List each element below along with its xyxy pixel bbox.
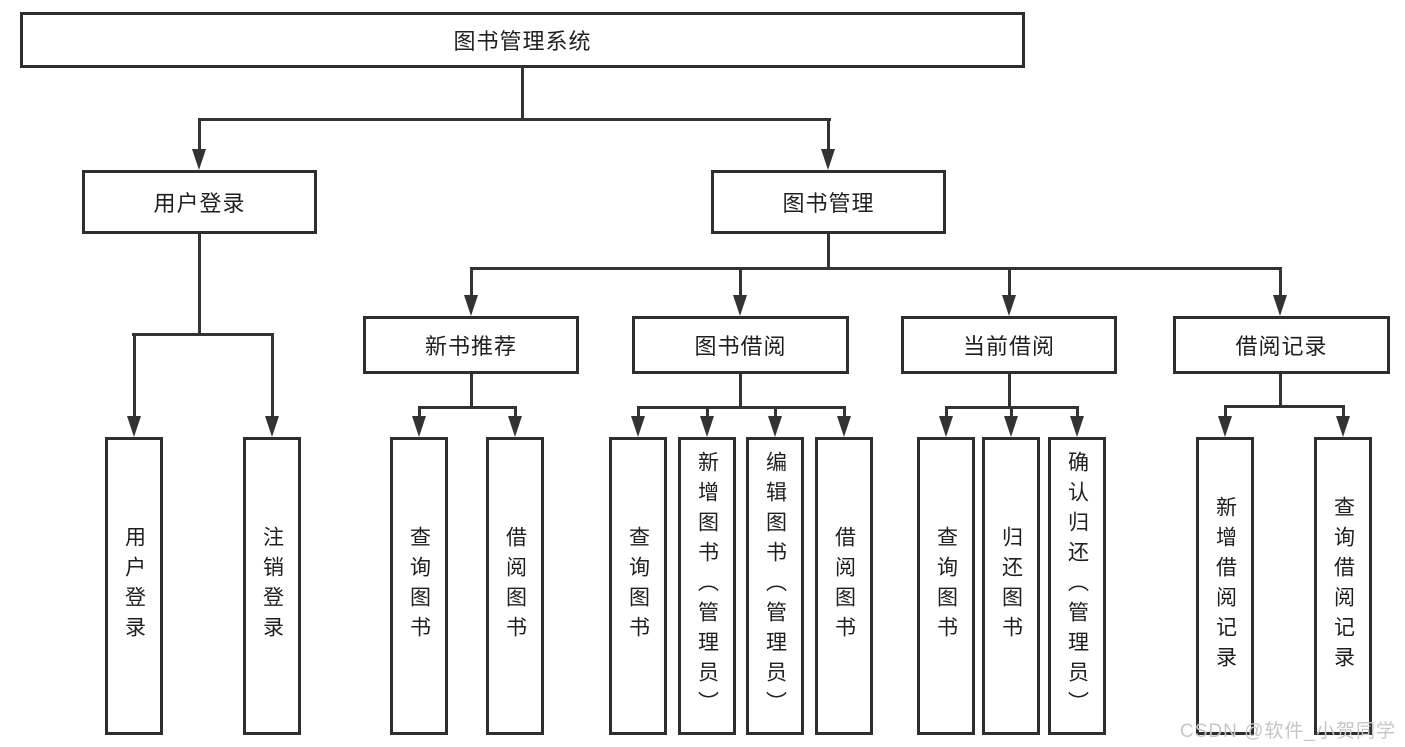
node-label: 借阅记录 — [1235, 334, 1328, 359]
node-book-borrow: 图书借阅 — [632, 316, 849, 374]
connector-vline — [1010, 406, 1013, 418]
leaf-label: 注销登录 — [260, 526, 284, 646]
connector-vline — [521, 68, 524, 119]
leaf-label: 借阅图书 — [832, 526, 856, 646]
node-root: 图书管理系统 — [20, 12, 1025, 68]
connector-hline — [637, 406, 845, 409]
leaf-label: 查询借阅记录 — [1331, 496, 1355, 676]
arrow-down-icon — [631, 416, 645, 437]
connector-vline — [1076, 406, 1079, 418]
leaf-return-book: 归还图书 — [982, 437, 1040, 735]
connector-vline — [739, 267, 742, 297]
arrow-down-icon — [1273, 295, 1287, 316]
connector-vline — [774, 406, 777, 418]
leaf-add-book-admin: 新增图书（管理员） — [678, 437, 736, 735]
connector-vline — [1008, 374, 1011, 408]
connector-vline — [1008, 267, 1011, 297]
connector-vline — [827, 118, 830, 150]
connector-vline — [470, 267, 473, 297]
connector-vline — [739, 374, 742, 408]
connector-vline — [514, 406, 517, 418]
leaf-label: 查询图书 — [407, 526, 431, 646]
arrow-down-icon — [464, 295, 478, 316]
connector-vline — [470, 374, 473, 408]
connector-vline — [945, 406, 948, 418]
arrow-down-icon — [192, 149, 206, 170]
leaf-label: 用户登录 — [122, 526, 146, 646]
connector-vline — [198, 234, 201, 335]
arrow-down-icon — [821, 149, 835, 170]
arrow-down-icon — [508, 416, 522, 437]
arrow-down-icon — [1218, 416, 1232, 437]
connector-vline — [1279, 267, 1282, 297]
connector-hline — [198, 118, 831, 121]
arrow-down-icon — [1070, 416, 1084, 437]
node-book-management: 图书管理 — [711, 170, 946, 234]
node-borrow-records: 借阅记录 — [1173, 316, 1390, 374]
connector-vline — [637, 406, 640, 418]
node-current-borrow: 当前借阅 — [901, 316, 1117, 374]
connector-hline — [132, 333, 274, 336]
arrow-down-icon — [700, 416, 714, 437]
arrow-down-icon — [1004, 416, 1018, 437]
arrow-down-icon — [733, 295, 747, 316]
connector-hline — [1224, 405, 1344, 408]
leaf-query-books-current: 查询图书 — [917, 437, 975, 735]
connector-hline — [470, 267, 1281, 270]
arrow-down-icon — [939, 416, 953, 437]
node-label: 当前借阅 — [962, 334, 1055, 359]
connector-vline — [271, 333, 274, 418]
connector-vline — [198, 118, 201, 150]
node-new-book-recommend: 新书推荐 — [363, 316, 579, 374]
node-label: 新书推荐 — [424, 334, 517, 359]
leaf-borrow-books: 借阅图书 — [815, 437, 873, 735]
leaf-label: 归还图书 — [999, 526, 1023, 646]
arrow-down-icon — [1336, 416, 1350, 437]
arrow-down-icon — [837, 416, 851, 437]
leaf-edit-book-admin: 编辑图书（管理员） — [746, 437, 804, 735]
node-label: 图书管理系统 — [453, 29, 592, 54]
leaf-add-borrow-record: 新增借阅记录 — [1196, 437, 1254, 735]
leaf-user-login: 用户登录 — [105, 437, 163, 735]
node-label: 图书管理 — [782, 191, 875, 216]
connector-hline — [418, 406, 516, 409]
leaf-label: 借阅图书 — [503, 526, 527, 646]
connector-vline — [1224, 405, 1227, 418]
leaf-query-books-recommend: 查询图书 — [390, 437, 448, 735]
arrow-down-icon — [768, 416, 782, 437]
node-label: 图书借阅 — [694, 334, 787, 359]
connector-vline — [706, 406, 709, 418]
leaf-label: 编辑图书（管理员） — [763, 451, 787, 721]
connector-vline — [1342, 405, 1345, 418]
arrow-down-icon — [127, 416, 141, 437]
csdn-watermark: CSDN @软件_小贺同学 — [1180, 721, 1396, 742]
arrow-down-icon — [412, 416, 426, 437]
connector-vline — [843, 406, 846, 418]
leaf-borrow-books-recommend: 借阅图书 — [486, 437, 544, 735]
leaf-label: 查询图书 — [626, 526, 650, 646]
node-user-login: 用户登录 — [82, 170, 317, 234]
arrow-down-icon — [1002, 295, 1016, 316]
leaf-query-borrow-record: 查询借阅记录 — [1314, 437, 1372, 735]
leaf-query-books-borrow: 查询图书 — [609, 437, 667, 735]
leaf-label: 查询图书 — [934, 526, 958, 646]
leaf-label: 新增借阅记录 — [1213, 496, 1237, 676]
leaf-logout: 注销登录 — [243, 437, 301, 735]
leaf-label: 确认归还（管理员） — [1065, 451, 1089, 721]
connector-vline — [418, 406, 421, 418]
arrow-down-icon — [265, 416, 279, 437]
node-label: 用户登录 — [153, 191, 246, 216]
connector-vline — [133, 333, 136, 418]
connector-vline — [827, 234, 830, 269]
leaf-confirm-return-admin: 确认归还（管理员） — [1048, 437, 1106, 735]
connector-vline — [1279, 374, 1282, 407]
leaf-label: 新增图书（管理员） — [695, 451, 719, 721]
